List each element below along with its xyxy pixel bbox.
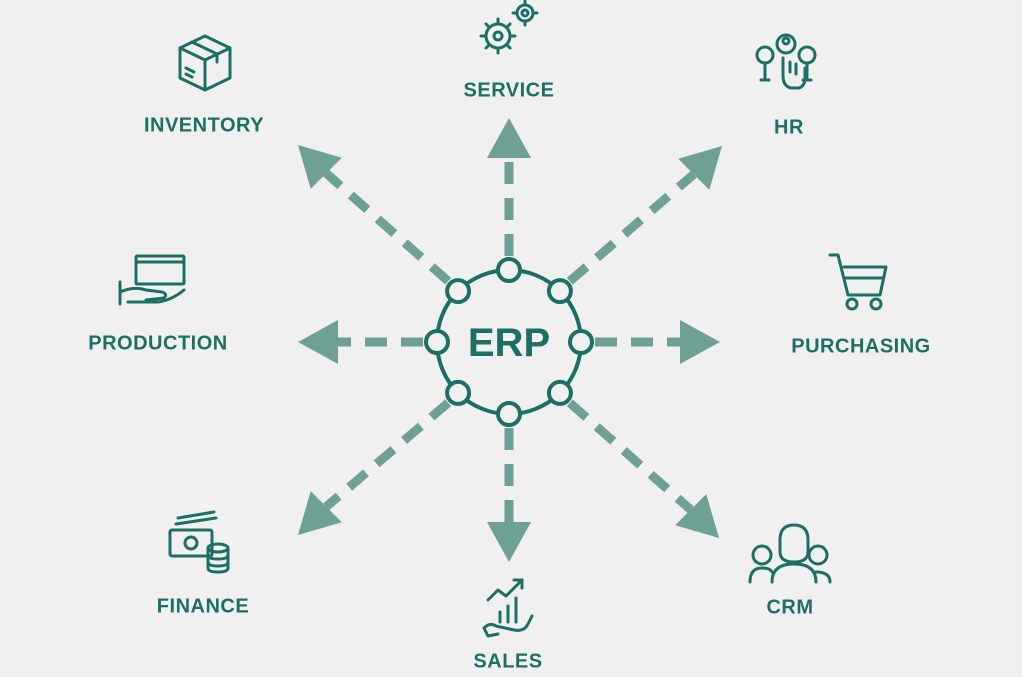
hub-node-service [496, 257, 522, 283]
arrow-head-crm [675, 494, 719, 538]
hub-node-inventory [445, 278, 472, 305]
inventory-label: INVENTORY [143, 114, 265, 137]
arrow-head-finance [298, 491, 342, 535]
hub-node-sales [496, 401, 522, 427]
arrow-head-inventory [298, 145, 342, 189]
hub-node-hr [546, 278, 573, 305]
arrow-shaft-inventory [323, 169, 452, 285]
arrow-sales [487, 428, 531, 562]
growth-chart-hand-icon [482, 578, 534, 638]
arrow-shaft-hr [566, 170, 697, 285]
arrow-purchasing [595, 320, 720, 364]
production-label: PRODUCTION [88, 332, 228, 355]
cash-and-coins-icon [168, 510, 230, 574]
arrow-shaft-finance [323, 399, 452, 511]
finance-label: FINANCE [156, 595, 250, 618]
group-of-people-icon [748, 523, 832, 584]
box-on-hand-icon [118, 254, 186, 306]
hr-label: HR [774, 116, 804, 139]
hub-node-crm [546, 379, 573, 406]
erp-hub: ERP [424, 257, 594, 427]
arrow-head-service [487, 118, 531, 158]
arrows-layer [298, 118, 722, 562]
arrow-shaft-crm [566, 399, 694, 514]
package-box-icon [178, 34, 232, 92]
crm-label: CRM [766, 596, 814, 619]
hub-node-finance [445, 379, 472, 406]
arrow-hr [566, 146, 722, 285]
hub-node-production [424, 329, 450, 355]
arrow-inventory [298, 145, 452, 285]
purchasing-label: PURCHASING [791, 335, 931, 358]
arrow-crm [566, 399, 719, 538]
arrow-finance [298, 399, 452, 535]
shopping-cart-icon [828, 253, 888, 311]
people-network-icon [755, 33, 817, 90]
sales-label: SALES [473, 650, 543, 673]
arrow-head-purchasing [680, 320, 720, 364]
service-label: SERVICE [463, 79, 555, 102]
hub-node-purchasing [568, 329, 594, 355]
arrow-head-production [298, 320, 338, 364]
erp-center-label: ERP [468, 321, 550, 365]
hub-nodes [424, 257, 594, 427]
arrow-head-hr [678, 146, 722, 190]
arrow-head-sales [487, 522, 531, 562]
gears-icon [479, 0, 539, 55]
arrow-service [487, 118, 531, 256]
arrow-production [298, 320, 423, 364]
